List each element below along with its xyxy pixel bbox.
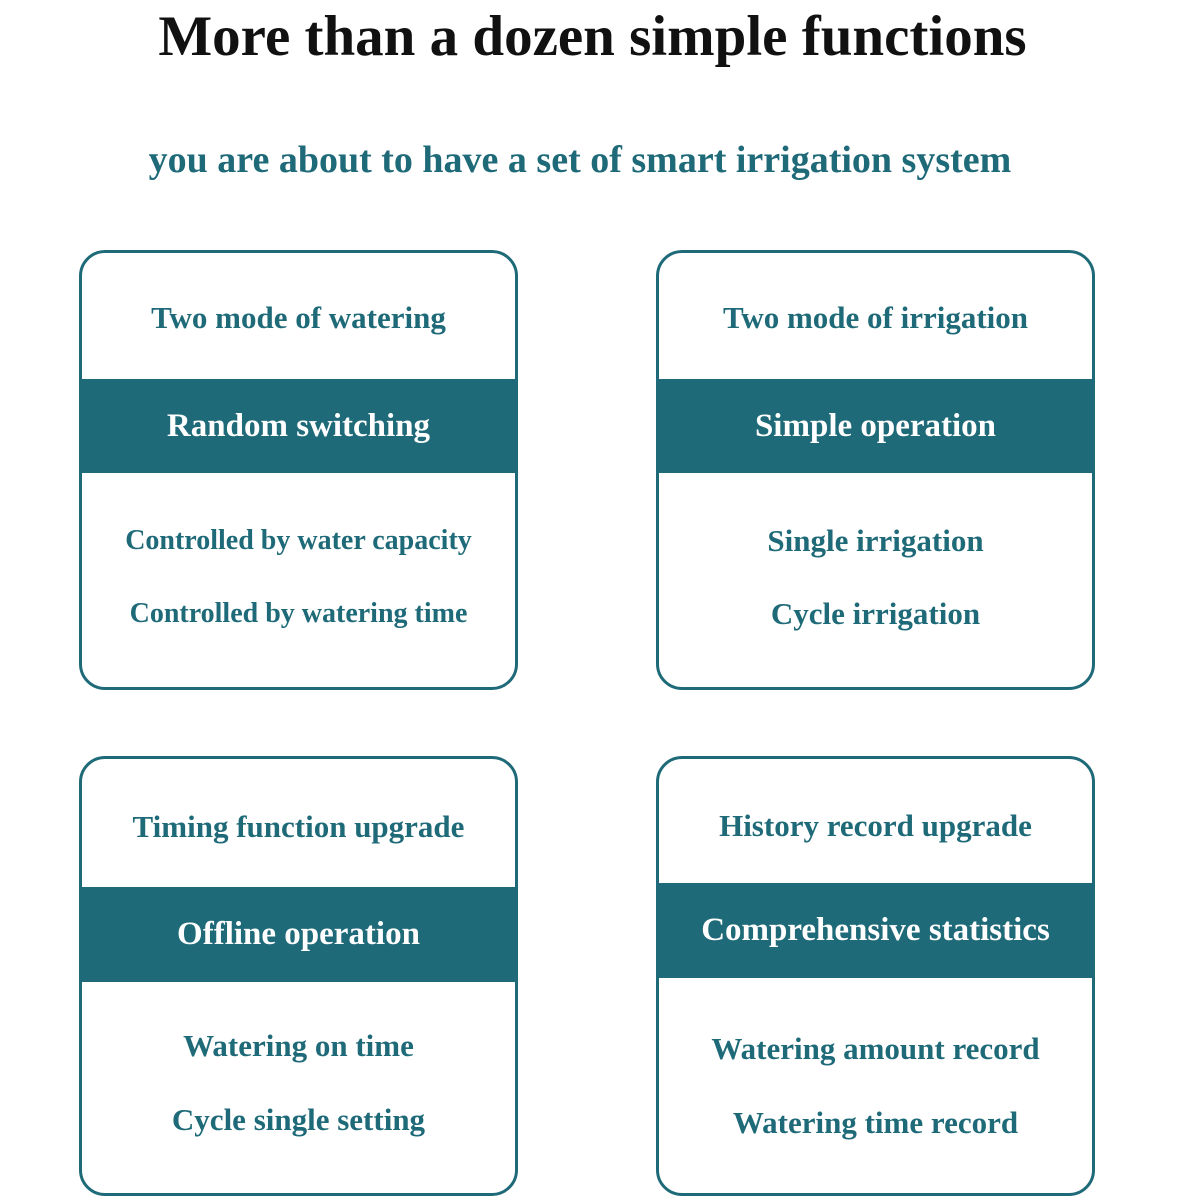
page-title: More than a dozen simple functions xyxy=(158,5,1027,68)
card-band: Offline operation xyxy=(82,887,515,982)
card-header: Two mode of watering xyxy=(151,300,446,335)
card-item: Cycle single setting xyxy=(171,1102,426,1137)
card-item: Controlled by water capacity xyxy=(125,525,472,556)
card-header: Timing function upgrade xyxy=(132,809,465,844)
card-item: Watering time record xyxy=(732,1105,1019,1140)
card-item: Watering amount record xyxy=(711,1031,1040,1066)
card-item: Single irrigation xyxy=(767,523,984,558)
card-item: Controlled by watering time xyxy=(129,598,468,629)
card-item: Cycle irrigation xyxy=(770,596,981,631)
feature-card-watering-mode: Two mode of watering Random switching Co… xyxy=(79,250,518,690)
feature-card-irrigation-mode: Two mode of irrigation Simple operation … xyxy=(656,250,1095,690)
card-header: Two mode of irrigation xyxy=(722,300,1029,335)
feature-card-timing-function: Timing function upgrade Offline operatio… xyxy=(79,756,518,1196)
card-band: Comprehensive statistics xyxy=(659,883,1092,978)
page-subtitle: you are about to have a set of smart irr… xyxy=(148,139,1012,181)
card-band: Random switching xyxy=(82,379,515,473)
card-band: Simple operation xyxy=(659,379,1092,473)
card-header: History record upgrade xyxy=(719,808,1032,843)
card-item: Watering on time xyxy=(183,1028,414,1063)
feature-card-history-record: History record upgrade Comprehensive sta… xyxy=(656,756,1095,1196)
